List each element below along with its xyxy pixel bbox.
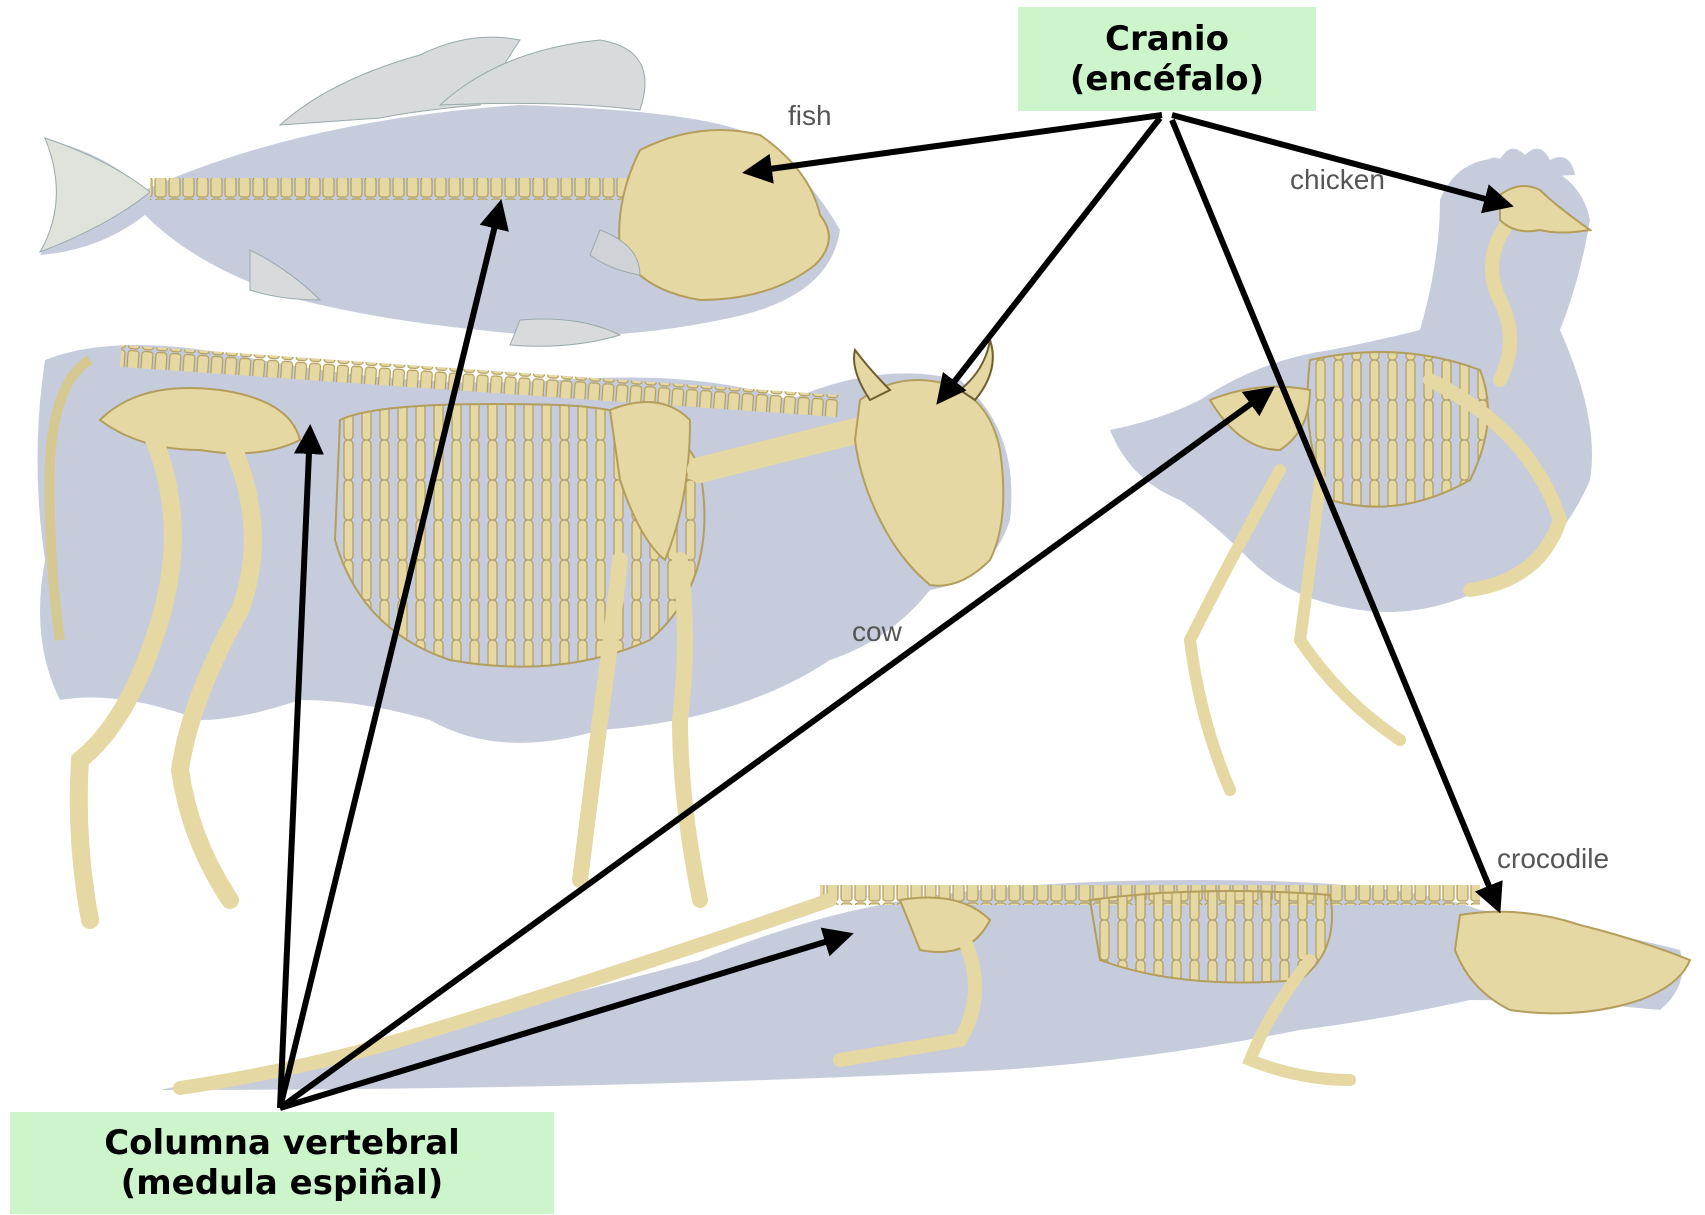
crocodile-label: crocodile bbox=[1497, 843, 1609, 875]
crocodile-skeleton bbox=[160, 880, 1690, 1090]
skull-callout-line1: Cranio bbox=[1105, 19, 1229, 59]
spine-callout: Columna vertebral (medula espiñal) bbox=[10, 1112, 554, 1214]
arrow-skull-to-cow bbox=[940, 118, 1160, 400]
cow-label: cow bbox=[852, 616, 902, 648]
fish-skull bbox=[619, 130, 829, 300]
chicken-ribcage bbox=[1308, 352, 1489, 507]
skull-callout-line2: (encéfalo) bbox=[1070, 59, 1264, 99]
fish-skeleton bbox=[40, 37, 840, 346]
fish-spine bbox=[150, 178, 670, 200]
chicken-comb bbox=[1470, 149, 1575, 180]
spine-callout-line1: Columna vertebral bbox=[104, 1123, 460, 1163]
skull-callout: Cranio (encéfalo) bbox=[1018, 7, 1316, 111]
spine-callout-line2: (medula espiñal) bbox=[121, 1163, 444, 1203]
fish-label: fish bbox=[788, 100, 832, 132]
chicken-skeleton bbox=[1110, 149, 1592, 790]
chicken-label: chicken bbox=[1290, 164, 1385, 196]
